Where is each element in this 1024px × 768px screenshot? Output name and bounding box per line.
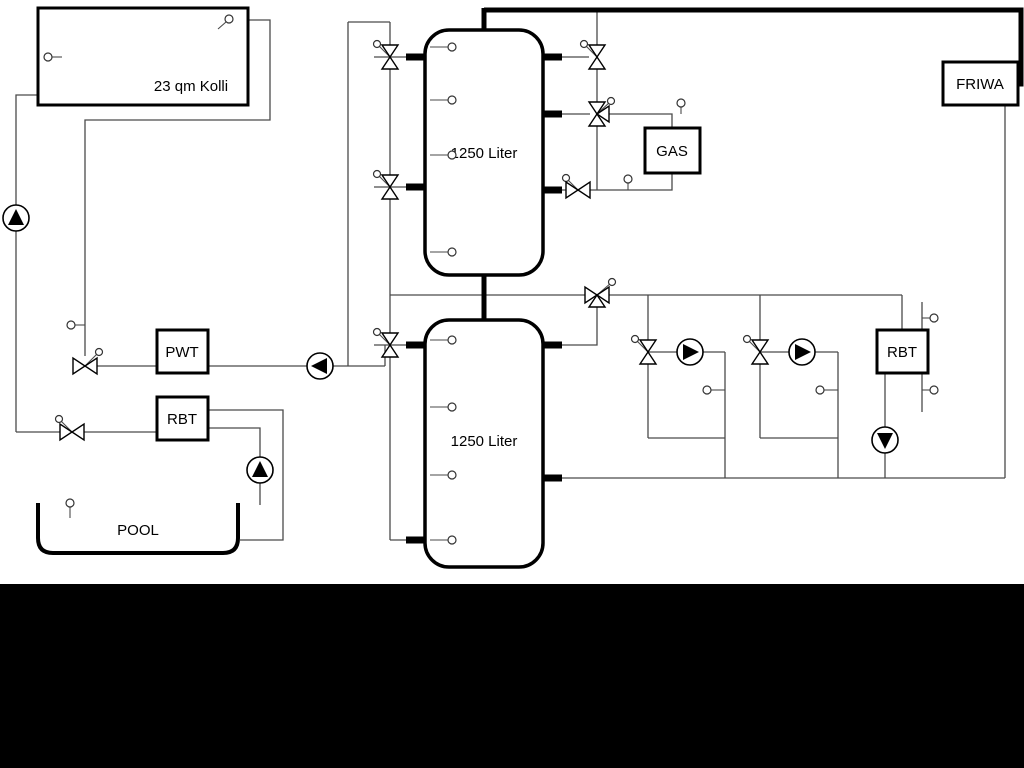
sensor-icon [430,150,457,160]
buffer-tank-lower-label: 1250 Liter [451,433,518,450]
pool-pump-icon [246,456,274,484]
sensor-icon [815,385,838,395]
pwt-charge-pump-icon [306,352,334,380]
sensor-icon [430,470,457,480]
rbt-left-label: RBT [167,411,197,428]
heating-circuit1-pump-icon [676,338,704,366]
friwa-station-label: FRIWA [956,76,1004,93]
solar-three-way-valve-icon [72,347,104,376]
sensor-icon [430,335,457,345]
buffer-tank-upper-label: 1250 Liter [451,145,518,162]
sensor-icon [430,247,457,257]
friwa-station-box [941,60,1020,107]
shutoff-valve-icon [372,39,400,70]
sensor-icon [43,52,62,62]
gas-boiler-box [643,126,702,175]
sensor-icon [66,320,85,330]
three-way-valve-icon [584,277,617,308]
gas-boiler-label: GAS [656,143,688,160]
pwt-heat-exchanger-box [155,328,210,375]
sensor-icon [217,14,234,30]
pipe-collector-supply [84,19,271,356]
sensor-icon [676,98,686,114]
buffer-tank-upper [423,28,545,277]
heating-circuit2-pump-icon [788,338,816,366]
solar-pump-icon [2,204,30,232]
rbt-left-heat-exchanger-box [155,395,210,442]
tank-ports [406,53,562,544]
rbt-right-heat-exchanger-box [875,328,930,375]
three-way-mixing-valve-icon [587,96,616,127]
sensor-icon [430,42,457,52]
pipe-collector-return [15,94,38,432]
valves [54,39,770,442]
pool-basin [36,503,240,555]
sensor-icon [623,174,633,190]
sensor-icon [430,535,457,545]
sensor-icon [65,498,75,518]
pumps [2,204,899,484]
shutoff-valve-icon [561,173,591,200]
bottom-black-band [0,584,1024,768]
pipe-gas-return [561,173,673,191]
temperature-sensors [43,14,939,545]
sensor-icon [702,385,725,395]
sensor-icon [922,313,939,323]
pipe-valve-drop [561,307,598,346]
shutoff-valve-icon [372,169,400,200]
pool-circuit-valve-icon [54,414,85,442]
pool-label: POOL [117,522,159,539]
equipment: 23 qm Kolli 1250 Liter 1250 Liter GAS FR… [36,6,1020,569]
pipe-rbt-left-to-pool [208,409,284,541]
sensor-icon [430,402,457,412]
rbt-right-pump-icon [871,426,899,454]
sensor-icon [922,385,939,395]
sensor-icon [430,95,457,105]
rbt-right-label: RBT [887,344,917,361]
solar-collector-box [36,6,250,107]
circuit-valve-icon [742,334,770,365]
shutoff-valve-icon [372,327,400,358]
solar-collector-label: 23 qm Kolli [154,78,228,95]
buffer-tank-lower [423,318,545,569]
pipe-gas-flow [609,113,673,128]
shutoff-valve-icon [579,39,607,70]
pwt-label: PWT [165,344,198,361]
circuit-valve-icon [630,334,658,365]
